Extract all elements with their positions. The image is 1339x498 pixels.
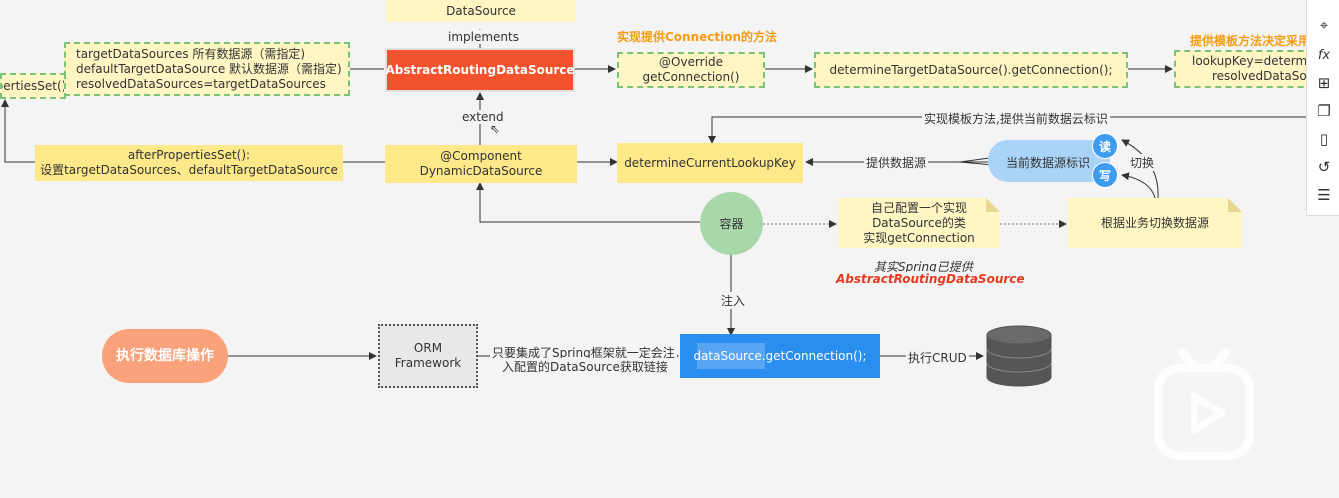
switch-label: 切换: [1128, 154, 1157, 171]
text-selection-highlight: [697, 343, 765, 369]
comment-icon[interactable]: ☰: [1317, 186, 1331, 204]
spring-note-line-1: 只要集成了Spring框架就一定会注: [490, 344, 677, 361]
override-line-1: @Override: [659, 55, 723, 69]
database-icon: [986, 325, 1052, 387]
container-label: 容器: [719, 217, 744, 231]
right-toolbar: ⌖ fx ⊞ ❐ ▯ ↺ ☰: [1306, 0, 1339, 216]
component-line-1: @Component: [440, 149, 522, 163]
properties-set-label: pertiesSet():: [2, 78, 66, 93]
page-icon[interactable]: ▯: [1319, 130, 1329, 148]
lookup-key-box: lookupKey=determi resolvedDataSour: [1174, 50, 1314, 88]
switch-business-label: 根据业务切换数据源: [1100, 215, 1209, 230]
impl-connection-label: 实现提供Connection的方法: [617, 30, 778, 44]
lookup-line-2: resolvedDataSour: [1212, 69, 1314, 83]
copy-icon[interactable]: ❐: [1317, 102, 1331, 120]
history-icon[interactable]: ↺: [1317, 158, 1331, 176]
after-props-box: afterPropertiesSet(): 设置targetDataSource…: [35, 145, 343, 181]
determine-lookup-label: determineCurrentLookupKey: [624, 155, 796, 170]
template-impl-label: 实现模板方法,提供当前数据云标识: [922, 110, 1110, 127]
targets-line-1: targetDataSources 所有数据源（需指定): [76, 46, 306, 61]
spring-note-line-2: 入配置的DataSource获取链接: [500, 358, 670, 375]
arrow-afterprops-to-propertiesset: [1, 99, 35, 163]
add-frame-icon[interactable]: ⊞: [1317, 74, 1331, 92]
lookup-line-1: lookupKey=determi: [1192, 54, 1311, 68]
get-connection-label: dataSource.getConnection();: [693, 348, 867, 363]
orm-line-1: ORM: [413, 341, 443, 355]
targets-box: targetDataSources 所有数据源（需指定) defaultTarg…: [64, 42, 350, 96]
abstract-routing-label: AbstractRoutingDataSource: [385, 62, 575, 77]
extend-label: extend: [460, 110, 506, 124]
get-connection-box: dataSource.getConnection();: [680, 334, 880, 378]
exec-db-label: 执行数据库操作: [116, 347, 214, 364]
properties-set-box: pertiesSet():: [0, 73, 66, 99]
override-box: @Override getConnection(): [617, 52, 765, 88]
after-props-line-2: 设置targetDataSources、defaultTargetDataSou…: [40, 163, 338, 177]
determine-target-box: determineTargetDataSource().getConnectio…: [814, 52, 1128, 88]
mouse-cursor-icon: ⇖: [490, 122, 501, 136]
component-line-2: DynamicDataSource: [419, 164, 543, 178]
note-fold-icon-2: [1228, 198, 1242, 212]
arrow-container-to-dynamic: [476, 182, 700, 223]
crosshair-icon[interactable]: ⌖: [1319, 16, 1329, 34]
targets-line-2: defaultTargetDataSource 默认数据源（需指定): [76, 61, 342, 76]
custom-line-1: 自己配置一个实现: [870, 200, 967, 215]
template-method-label: 提供模板方法决定采用: [1190, 34, 1311, 48]
spring-provided-line-1: 其实Spring已提供: [872, 258, 975, 275]
read-label: 读: [1098, 139, 1111, 154]
bilibili-tv-play-icon[interactable]: [1154, 348, 1254, 460]
orm-box: ORM Framework: [378, 324, 478, 388]
targets-line-3: resolvedDataSources=targetDataSources: [76, 76, 326, 91]
spring-provided-line-2: AbstractRoutingDataSource: [834, 272, 1027, 286]
custom-line-2: DataSource的类: [872, 215, 966, 230]
function-icon[interactable]: fx: [1317, 47, 1331, 63]
custom-datasource-note: 自己配置一个实现 DataSource的类 实现getConnection: [838, 198, 1000, 248]
implements-label: implements: [446, 30, 521, 44]
determine-lookup-box: determineCurrentLookupKey: [617, 143, 803, 183]
exec-crud-label: 执行CRUD: [906, 349, 969, 366]
orm-line-2: Framework: [394, 356, 462, 370]
arrow-write-switch: [1121, 172, 1156, 199]
datasource-id-bubble: [988, 140, 1110, 182]
dynamic-datasource-box: @Component DynamicDataSource: [385, 145, 577, 183]
override-line-2: getConnection(): [642, 70, 740, 84]
container-circle: 容器: [700, 192, 763, 255]
write-label: 写: [1098, 168, 1111, 183]
switch-business-note: 根据业务切换数据源: [1068, 198, 1242, 248]
inject-label: 注入: [719, 292, 748, 309]
note-fold-icon: [986, 198, 1000, 212]
exec-db-box: 执行数据库操作: [102, 329, 228, 383]
after-props-line-1: afterPropertiesSet():: [127, 148, 251, 162]
read-badge: 读: [1092, 133, 1118, 159]
determine-target-label: determineTargetDataSource().getConnectio…: [829, 62, 1113, 77]
abstract-routing-box: AbstractRoutingDataSource: [385, 48, 575, 92]
custom-line-3: 实现getConnection: [863, 230, 975, 245]
provide-datasource-label: 提供数据源: [864, 154, 929, 171]
write-badge: 写: [1092, 162, 1118, 188]
datasource-label: DataSource: [446, 3, 516, 18]
current-ds-id-label: 当前数据源标识: [1006, 156, 1091, 170]
datasource-box: DataSource: [386, 0, 576, 22]
